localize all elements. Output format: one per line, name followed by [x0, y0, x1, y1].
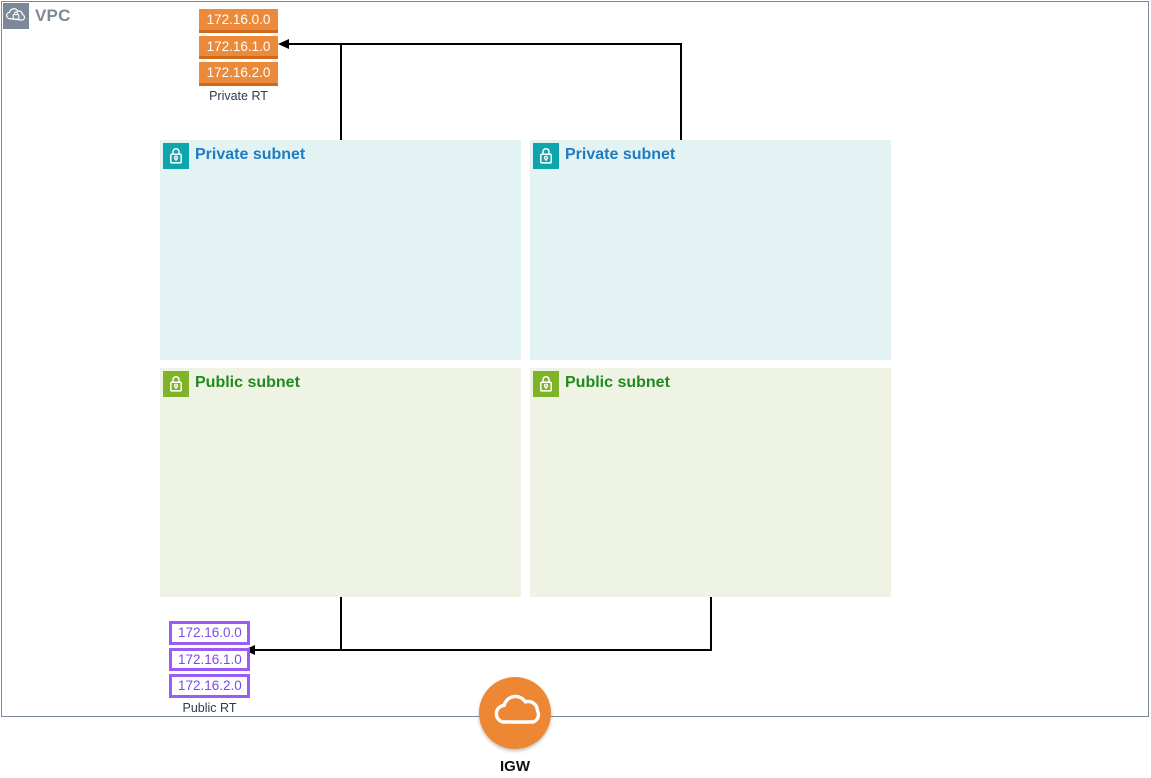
private-route-table[interactable]: 172.16.0.0 172.16.1.0 172.16.2.0 Private…: [199, 9, 278, 103]
lock-icon: [533, 143, 559, 169]
public-subnet-left-connector: [340, 597, 342, 651]
public-subnet-right[interactable]: Public subnet: [530, 368, 891, 597]
private-rt-arrowhead: [278, 38, 289, 49]
private-subnet-right[interactable]: Private subnet: [530, 140, 891, 360]
internet-gateway-cloud-icon[interactable]: [479, 677, 551, 749]
private-rt-label: Private RT: [209, 88, 268, 103]
lock-icon: [163, 371, 189, 397]
route-entry[interactable]: 172.16.1.0: [199, 35, 278, 59]
private-subnet-right-connector: [680, 43, 682, 141]
public-subnet-right-connector: [710, 597, 712, 651]
lock-icon: [163, 143, 189, 169]
route-entry[interactable]: 172.16.2.0: [169, 674, 250, 698]
private-subnet-right-title: Private subnet: [565, 146, 676, 163]
private-subnet-left[interactable]: Private subnet: [160, 140, 521, 360]
route-entry[interactable]: 172.16.2.0: [199, 62, 278, 86]
public-route-table[interactable]: 172.16.0.0 172.16.1.0 172.16.2.0 Public …: [169, 621, 250, 715]
public-subnet-right-title: Public subnet: [565, 374, 670, 391]
public-subnet-left-title: Public subnet: [195, 374, 300, 391]
private-rt-horizontal-connector: [288, 43, 682, 45]
lock-icon: [533, 371, 559, 397]
public-subnet-left[interactable]: Public subnet: [160, 368, 521, 597]
route-entry[interactable]: 172.16.1.0: [169, 647, 250, 671]
route-entry[interactable]: 172.16.0.0: [199, 9, 278, 33]
private-subnet-left-title: Private subnet: [195, 146, 306, 163]
vpc-cloud-lock-icon: [3, 3, 29, 29]
route-entry[interactable]: 172.16.0.0: [169, 621, 250, 645]
vpc-title: VPC: [35, 6, 71, 25]
igw-label: IGW: [500, 758, 530, 775]
public-rt-horizontal-connector: [254, 649, 712, 651]
public-rt-label: Public RT: [182, 700, 237, 715]
private-subnet-left-connector: [340, 43, 342, 141]
